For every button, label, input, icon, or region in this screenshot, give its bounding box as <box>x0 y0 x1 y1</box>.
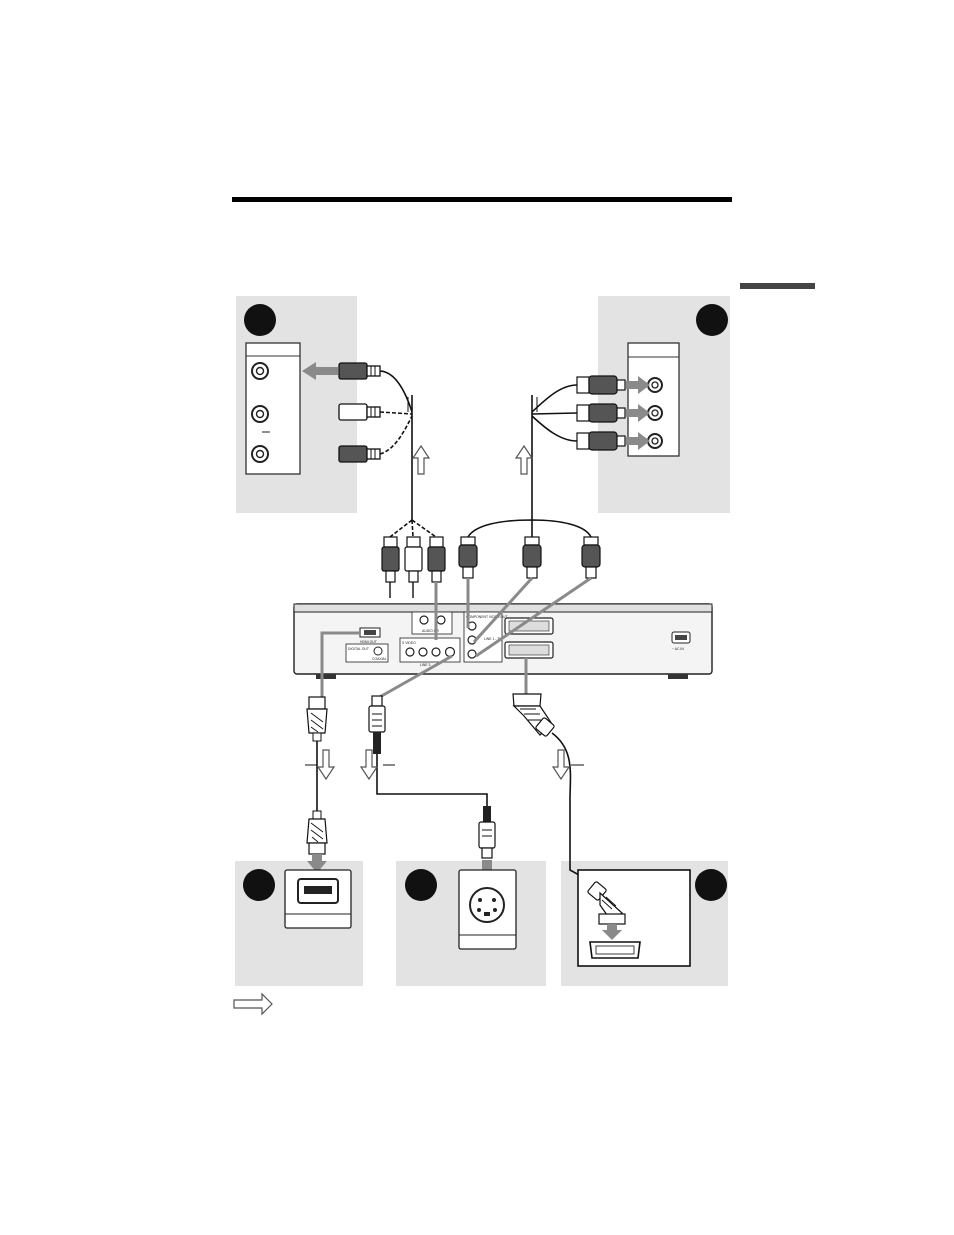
rca-plug-audio-red <box>339 446 380 462</box>
hdmi-plug-bottom <box>307 811 327 854</box>
audio-cable-split <box>390 520 436 537</box>
coaxial-label: COAXIAL <box>372 657 387 661</box>
digital-out-label: DIGITAL OUT <box>348 647 369 651</box>
component-video-out-label: COMPONENT VIDEO OUT <box>466 615 508 619</box>
component-plug-down <box>523 537 541 578</box>
rca-plug-down-dark <box>382 537 399 582</box>
audio-cable <box>380 412 412 414</box>
component-cable-split <box>468 520 591 537</box>
hdmi-out-label: HDMI OUT <box>360 640 377 644</box>
ac-in-label: ~ AC IN <box>672 647 684 651</box>
tv-scart-box <box>578 870 690 966</box>
badge-circle <box>244 304 276 336</box>
signal-flow-arrow-icon <box>553 750 569 779</box>
signal-flow-arrow-icon <box>318 750 334 779</box>
s-video-label: S VIDEO <box>402 641 416 645</box>
s-video-cable <box>377 754 487 810</box>
tv-s-video-jack <box>459 870 516 949</box>
audio-cable <box>380 371 412 412</box>
rca-plug-down-white <box>405 537 422 582</box>
badge-circle <box>695 869 727 901</box>
badge-circle <box>405 869 437 901</box>
s-video-plug-top <box>369 696 385 754</box>
component-plug-down <box>459 537 477 578</box>
tv-audio-video-jacks <box>246 343 300 474</box>
rca-plug-down-red <box>428 537 445 582</box>
s-video-plug-bottom <box>479 806 495 858</box>
component-plug-down <box>582 537 600 578</box>
badge-circle <box>243 869 275 901</box>
signal-flow-arrow-icon <box>516 446 532 474</box>
audio-cable <box>380 416 412 454</box>
signal-flow-arrow-icon <box>361 750 377 779</box>
dvd-player-rear-panel: HDMI OUT DIGITAL OUT COAXIAL AUDIO L R S… <box>294 604 712 679</box>
rca-plug-video-dark <box>339 363 380 379</box>
signal-flow-arrow-icon <box>234 994 272 1014</box>
scart-plug-top <box>513 694 555 737</box>
hdmi-plug-top <box>307 697 327 741</box>
signal-flow-arrow-icon <box>413 446 429 474</box>
component-cable <box>532 385 577 441</box>
rca-plug-audio-white <box>339 404 380 420</box>
line-3-label: LINE 3 <box>420 663 430 667</box>
tv-hdmi-jack <box>285 870 351 928</box>
badge-circle <box>696 304 728 336</box>
